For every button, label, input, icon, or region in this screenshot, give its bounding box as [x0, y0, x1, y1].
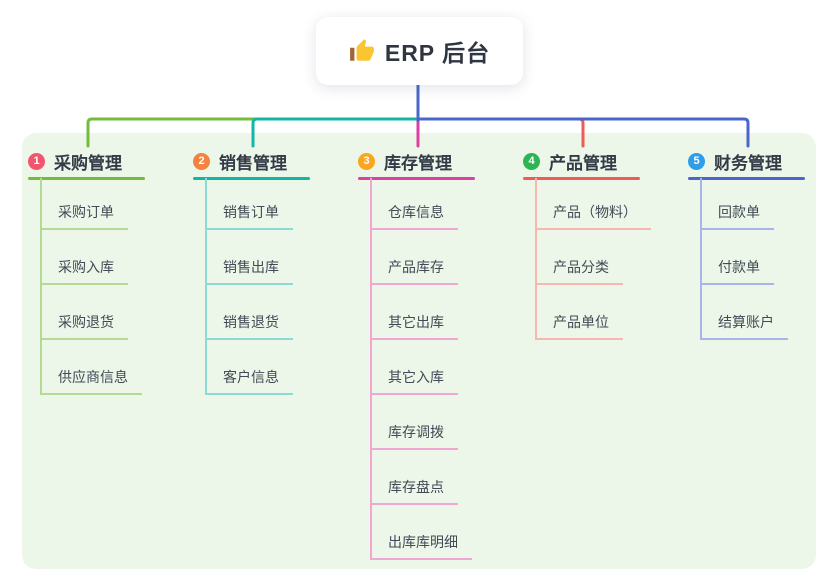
sub-node[interactable]: 产品库存	[370, 258, 458, 285]
sub-node[interactable]: 仓库信息	[370, 203, 458, 230]
sub-node[interactable]: 产品单位	[535, 313, 623, 340]
branch-title-underline	[523, 177, 640, 180]
sub-node[interactable]: 其它入库	[370, 368, 458, 395]
branch-title-label: 财务管理	[714, 153, 782, 173]
sub-node[interactable]: 其它出库	[370, 313, 458, 340]
branch-node-3[interactable]: 3 库存管理	[358, 147, 475, 180]
branch-number-badge: 2	[193, 152, 210, 170]
sub-node[interactable]: 库存盘点	[370, 478, 458, 505]
branch-node-5[interactable]: 5 财务管理	[688, 147, 805, 180]
branches-panel	[22, 133, 816, 569]
branch-number-badge: 5	[688, 152, 705, 170]
thumbs-up-icon	[349, 38, 375, 64]
sub-node[interactable]: 采购订单	[40, 203, 128, 230]
branch-title-underline	[193, 177, 310, 180]
sub-node[interactable]: 销售退货	[205, 313, 293, 340]
sub-node[interactable]: 产品分类	[535, 258, 623, 285]
root-node[interactable]: ERP 后台	[316, 17, 523, 85]
branch-title-label: 销售管理	[219, 153, 287, 173]
sub-node[interactable]: 出库库明细	[370, 533, 472, 560]
branch-title-underline	[358, 177, 475, 180]
branch-subtree-line	[370, 178, 372, 560]
sub-node[interactable]: 客户信息	[205, 368, 293, 395]
branch-title-underline	[28, 177, 145, 180]
branch-node-4[interactable]: 4 产品管理	[523, 147, 640, 180]
branch-title-underline	[688, 177, 805, 180]
branch-node-2[interactable]: 2 销售管理	[193, 147, 310, 180]
sub-node[interactable]: 供应商信息	[40, 368, 142, 395]
branch-title-label: 采购管理	[54, 153, 122, 173]
sub-node[interactable]: 库存调拨	[370, 423, 458, 450]
branch-number-badge: 4	[523, 152, 540, 170]
sub-node[interactable]: 付款单	[700, 258, 774, 285]
root-title: ERP 后台	[384, 40, 491, 66]
sub-node[interactable]: 采购入库	[40, 258, 128, 285]
branch-subtree-line	[700, 178, 702, 340]
sub-node[interactable]: 回款单	[700, 203, 774, 230]
branch-title-label: 库存管理	[384, 153, 452, 173]
branch-subtree-line	[535, 178, 537, 340]
sub-node[interactable]: 销售订单	[205, 203, 293, 230]
sub-node[interactable]: 采购退货	[40, 313, 128, 340]
branch-subtree-line	[40, 178, 42, 395]
sub-node[interactable]: 销售出库	[205, 258, 293, 285]
branch-title-label: 产品管理	[549, 153, 617, 173]
branch-subtree-line	[205, 178, 207, 395]
sub-node[interactable]: 结算账户	[700, 313, 788, 340]
branch-node-1[interactable]: 1 采购管理	[28, 147, 145, 180]
branch-number-badge: 3	[358, 152, 375, 170]
branch-number-badge: 1	[28, 152, 45, 170]
sub-node[interactable]: 产品（物料）	[535, 203, 651, 230]
